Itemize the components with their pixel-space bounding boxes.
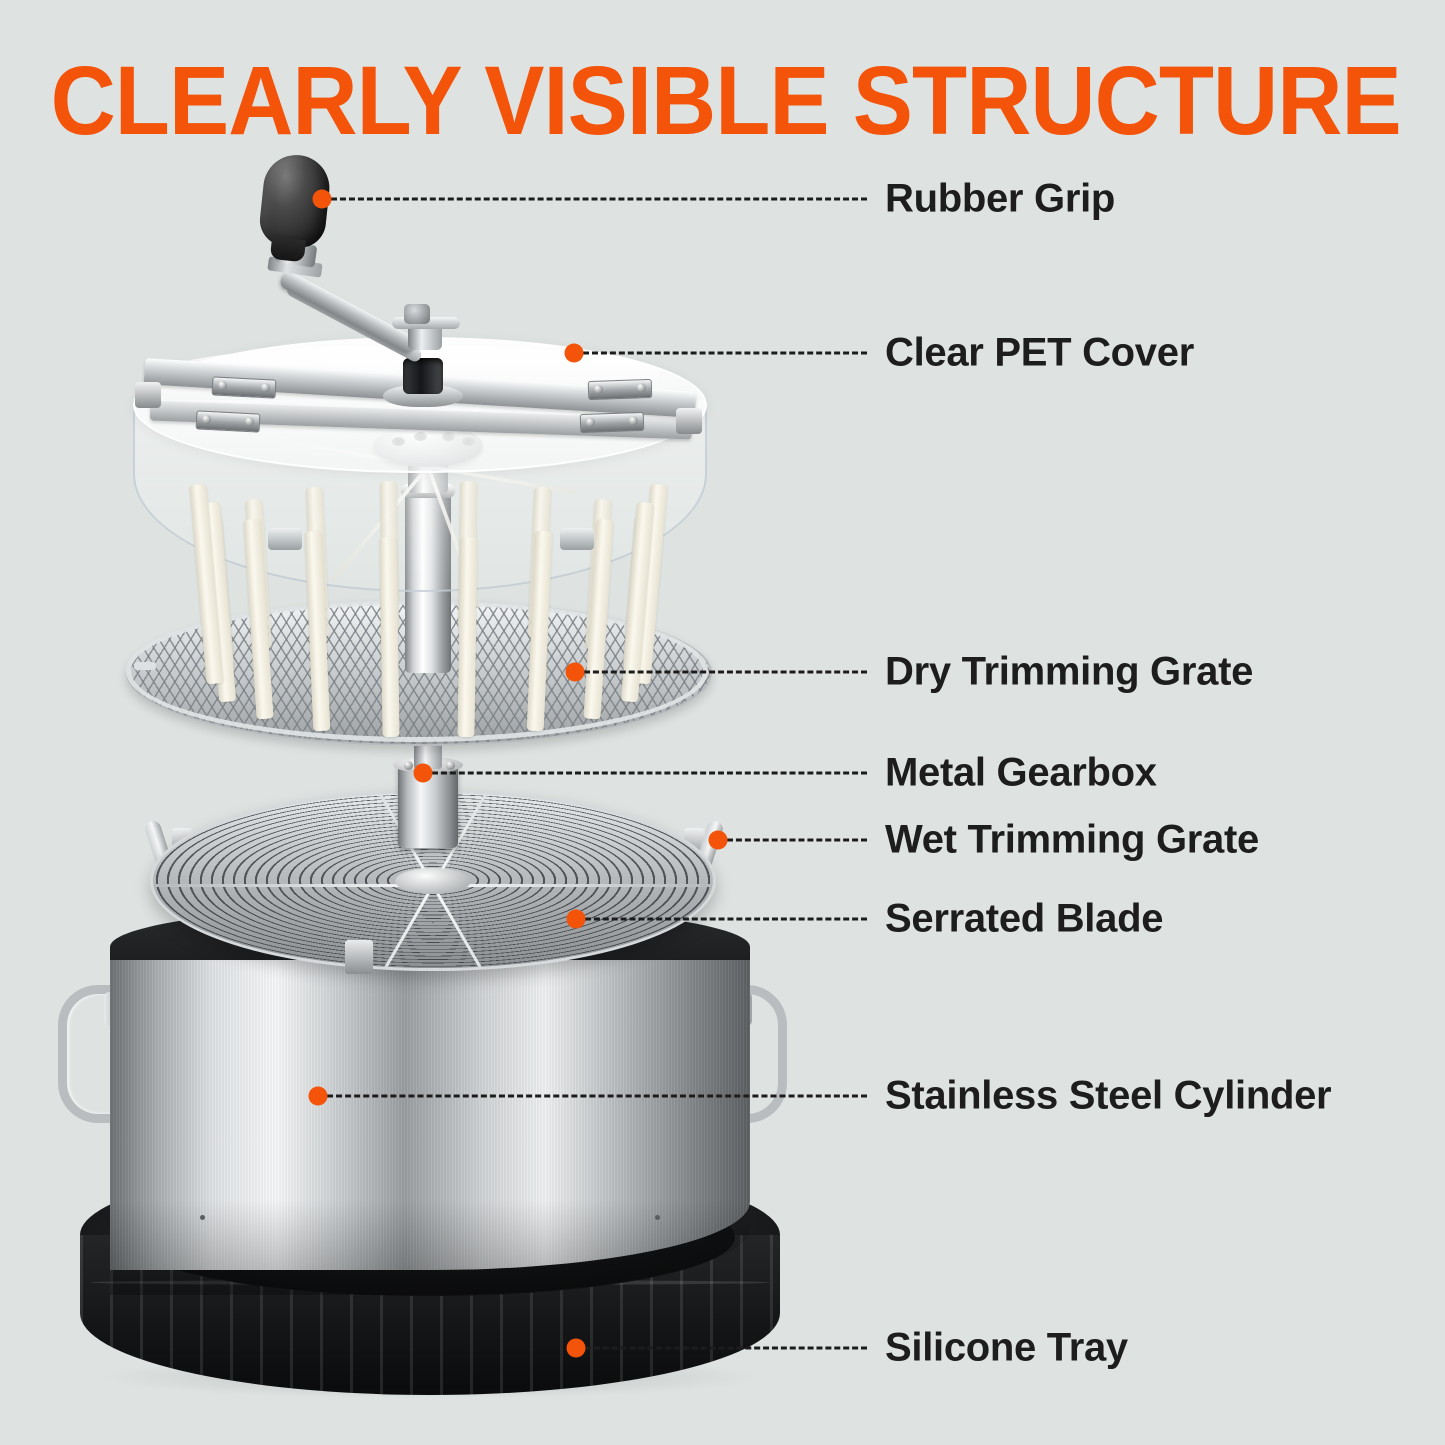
- callout-label-stainless-steel-cylinder: Stainless Steel Cylinder: [885, 1073, 1332, 1118]
- callout-label-dry-trimming-grate: Dry Trimming Grate: [885, 649, 1254, 694]
- cover-clip-right: [676, 408, 702, 434]
- callout-dot-dry-trimming-grate[interactable]: [565, 662, 585, 682]
- finger-mount-bracket: [268, 528, 302, 550]
- leader-line-wet-trimming-grate: [727, 838, 867, 842]
- leader-line-rubber-grip: [331, 197, 867, 201]
- finger-mount-bracket: [560, 528, 594, 550]
- cover-hinge-3: [587, 378, 653, 401]
- hex-socket-coupler: [403, 358, 443, 394]
- leader-line-stainless-steel-cylinder: [327, 1094, 867, 1098]
- nylon-finger: [456, 537, 478, 738]
- gearbox-bolt-right: [446, 761, 455, 770]
- callout-dot-rubber-grip[interactable]: [312, 189, 332, 209]
- leader-line-silicone-tray: [585, 1346, 867, 1350]
- cylinder-brushed-texture: [110, 960, 750, 1270]
- callout-dot-serrated-blade[interactable]: [566, 909, 586, 929]
- page-title: CLEARLY VISIBLE STRUCTURE: [50, 46, 1402, 155]
- carry-handle-left: [58, 985, 129, 1123]
- cover-hinge-1: [211, 376, 277, 399]
- leader-line-serrated-blade: [585, 917, 867, 921]
- callout-dot-stainless-steel-cylinder[interactable]: [308, 1086, 328, 1106]
- cover-clip-left: [135, 382, 161, 408]
- cylinder-rivet-left: [200, 1215, 205, 1220]
- wet-grate-center-hub: [395, 867, 471, 894]
- leader-line-clear-pet-cover: [583, 351, 867, 355]
- wet-grate-spoke: [155, 883, 433, 887]
- callout-label-clear-pet-cover: Clear PET Cover: [885, 330, 1194, 375]
- carry-handle-right: [716, 985, 787, 1123]
- dry-grate-notch: [134, 662, 156, 670]
- callout-dot-silicone-tray[interactable]: [566, 1338, 586, 1358]
- serrated-blade-mount-bracket: [345, 940, 373, 974]
- wet-grate-spoke: [433, 883, 711, 887]
- callout-dot-wet-trimming-grate[interactable]: [708, 830, 728, 850]
- crank-nut: [404, 304, 430, 324]
- product-exploded-view-image: [0, 0, 860, 1445]
- callout-label-serrated-blade: Serrated Blade: [885, 896, 1164, 941]
- callout-dot-clear-pet-cover[interactable]: [564, 343, 584, 363]
- leader-line-dry-trimming-grate: [584, 670, 867, 674]
- cylinder-rivet-right: [655, 1215, 660, 1220]
- callout-label-wet-trimming-grate: Wet Trimming Grate: [885, 817, 1259, 862]
- leader-line-metal-gearbox: [432, 771, 867, 775]
- stainless-steel-cylinder: [110, 960, 750, 1270]
- cover-hinge-4: [579, 411, 645, 434]
- callout-dot-metal-gearbox[interactable]: [413, 763, 433, 783]
- gearbox-bolt-left: [404, 761, 413, 770]
- callout-label-metal-gearbox: Metal Gearbox: [885, 750, 1157, 795]
- cover-hinge-2: [195, 410, 261, 433]
- callout-label-rubber-grip: Rubber Grip: [885, 176, 1116, 221]
- callout-label-silicone-tray: Silicone Tray: [885, 1325, 1128, 1370]
